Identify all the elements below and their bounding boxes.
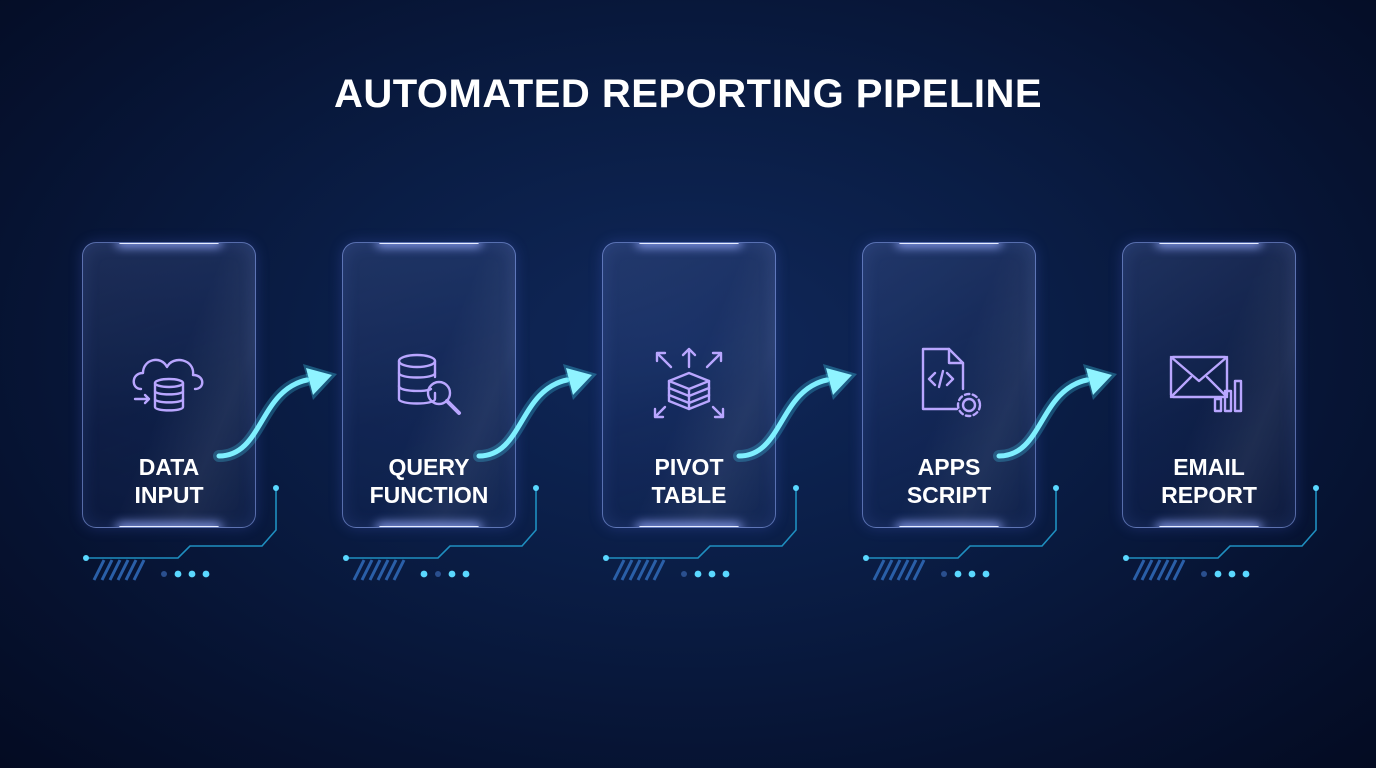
card-bottom-glow <box>1159 526 1259 527</box>
stage-label-line1: PIVOT <box>654 454 724 480</box>
circuit-decoration-5 <box>1123 485 1319 581</box>
flow-arrow-4 <box>993 364 1117 462</box>
flow-arrow-2 <box>473 364 597 462</box>
cloud-database-icon <box>127 343 211 427</box>
envelope-chart-icon <box>1167 343 1251 427</box>
code-file-gear-icon <box>907 343 991 427</box>
stage-card-pivot-table[interactable]: PIVOT TABLE <box>602 242 776 528</box>
circuit-decoration-4 <box>863 485 1059 581</box>
stage-label: APPS SCRIPT <box>863 453 1035 509</box>
stage-label: EMAIL REPORT <box>1123 453 1295 509</box>
stage-label-line1: DATA <box>138 454 200 480</box>
card-top-glow <box>379 243 479 244</box>
card-bottom-glow <box>639 526 739 527</box>
stage-card-data-input[interactable]: DATA INPUT <box>82 242 256 528</box>
stage-label-line1: APPS <box>917 454 981 480</box>
pivot-cube-icon <box>647 343 731 427</box>
page-title: AUTOMATED REPORTING PIPELINE <box>333 72 1043 116</box>
stage-card-query-function[interactable]: QUERY FUNCTION <box>342 242 516 528</box>
stage-label-line2: INPUT <box>134 482 204 508</box>
circuit-decoration-2 <box>343 485 539 581</box>
stage-label-line1: EMAIL <box>1173 454 1245 480</box>
flow-arrow-3 <box>733 364 857 462</box>
stage-label-line2: REPORT <box>1161 482 1257 508</box>
card-top-glow <box>639 243 739 244</box>
stage-label: DATA INPUT <box>83 453 255 509</box>
card-top-glow <box>119 243 219 244</box>
card-bottom-glow <box>119 526 219 527</box>
database-search-icon <box>387 343 471 427</box>
card-top-glow <box>899 243 999 244</box>
stage-label-line2: TABLE <box>651 482 727 508</box>
stage-label-line2: SCRIPT <box>906 482 992 508</box>
card-top-glow <box>1159 243 1259 244</box>
stage-label: PIVOT TABLE <box>603 453 775 509</box>
card-bottom-glow <box>899 526 999 527</box>
card-bottom-glow <box>379 526 479 527</box>
stage-card-apps-script[interactable]: APPS SCRIPT <box>862 242 1036 528</box>
stage-card-email-report[interactable]: EMAIL REPORT <box>1122 242 1296 528</box>
circuit-decoration-1 <box>83 485 279 581</box>
stage-label-line2: FUNCTION <box>369 482 489 508</box>
stage-label: QUERY FUNCTION <box>343 453 515 509</box>
stage-label-line1: QUERY <box>388 454 470 480</box>
circuit-decoration-3 <box>603 485 799 581</box>
flow-arrow-1 <box>213 364 337 462</box>
